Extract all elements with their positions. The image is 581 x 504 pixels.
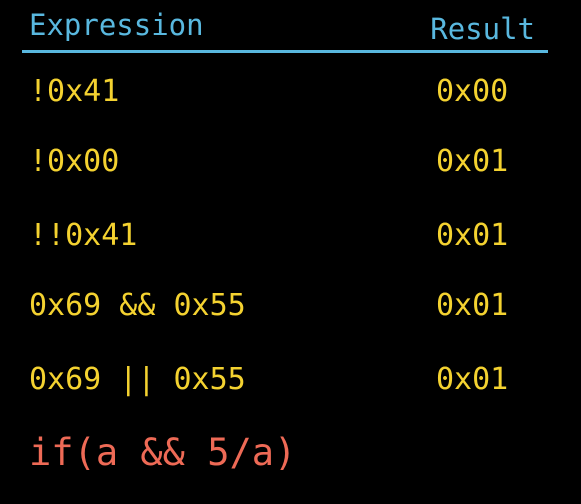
result-cell: 0x01 <box>436 144 509 179</box>
result-cell: 0x01 <box>436 288 509 323</box>
result-cell: 0x00 <box>436 74 509 109</box>
expression-cell: !0x00 <box>29 144 120 179</box>
expression-cell: 0x69 && 0x55 <box>29 288 246 323</box>
expression-cell: !0x41 <box>29 74 120 109</box>
result-cell: 0x01 <box>436 218 509 253</box>
result-cell: 0x01 <box>436 362 509 397</box>
header-divider <box>22 50 548 53</box>
table-row: 0x69 && 0x55 0x01 <box>22 286 548 326</box>
table-row: !!0x41 0x01 <box>22 216 548 256</box>
footer-code-expression: if(a && 5/a) <box>29 431 297 474</box>
expression-column-header: Expression <box>29 8 204 42</box>
table-row: !0x41 0x00 <box>22 72 548 112</box>
expression-cell: !!0x41 <box>29 218 138 253</box>
table-row: !0x00 0x01 <box>22 142 548 182</box>
expression-cell: 0x69 || 0x55 <box>29 362 246 397</box>
table-header: Expression Result <box>22 4 548 50</box>
table-row: 0x69 || 0x55 0x01 <box>22 360 548 400</box>
result-column-header: Result <box>430 12 535 46</box>
